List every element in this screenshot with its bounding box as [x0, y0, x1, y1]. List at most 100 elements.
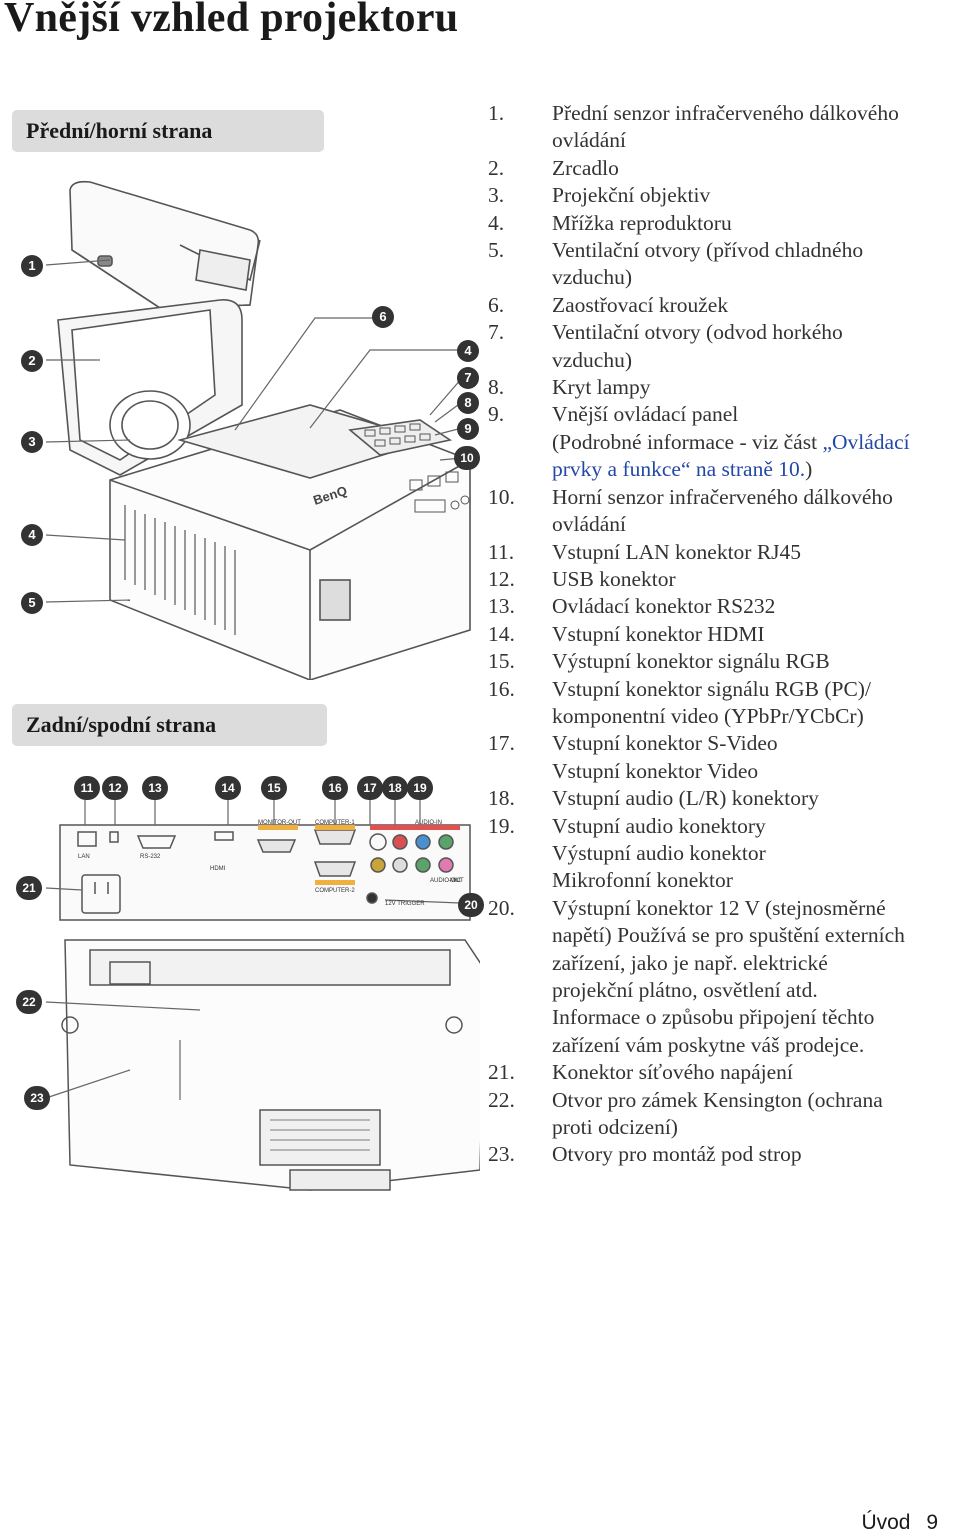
callout-22: 22 [16, 990, 42, 1014]
detail-suffix: ) [805, 457, 813, 482]
list-item-number: 9. [488, 402, 505, 427]
list-item-text: Vstupní LAN konektor RJ45 [552, 539, 958, 566]
list-item: 12.USB konektor [488, 566, 958, 593]
list-item-text: Vstupní audio (L/R) konektory [552, 785, 958, 812]
list-item-number: 17. [488, 731, 515, 756]
callout-21: 21 [16, 876, 42, 900]
callout-8: 8 [457, 392, 479, 414]
callout-14: 14 [215, 776, 241, 800]
callout-11: 11 [74, 776, 100, 800]
list-item-line: Konektor síťového napájení [552, 1060, 793, 1085]
callout-13: 13 [142, 776, 168, 800]
list-item-line: Vstupní audio (L/R) konektory [552, 786, 819, 811]
list-item-text: Zrcadlo [552, 155, 958, 182]
list-item: 14. Vstupní konektor HDMI [488, 621, 958, 648]
list-item-line: Zrcadlo [552, 155, 619, 180]
list-item-line: Mikrofonní konektor [552, 868, 733, 893]
page-title: Vnější vzhled projektoru [4, 0, 459, 41]
footer-page-number: 9 [926, 1511, 938, 1534]
cross-reference-link[interactable]: „Ovládací prvky a funkce“ na straně 10. [552, 429, 910, 482]
list-item-text: Vnější ovládací panel(Podrobné informace… [552, 401, 958, 483]
list-item-line: Horní senzor infračerveného dálkového [552, 484, 893, 509]
list-item-number: 15. [488, 649, 515, 674]
list-item-number: 16. [488, 676, 515, 701]
port-label-computer-2: COMPUTER-2 [315, 888, 355, 894]
list-item-line: Výstupní audio konektor [552, 840, 766, 865]
list-item: 3. Projekční objektiv [488, 182, 958, 209]
list-item-text: Výstupní konektor 12 V (stejnosměrné napě… [552, 895, 958, 1059]
callout-2: 2 [21, 350, 43, 372]
list-item: 2. Zrcadlo [488, 155, 958, 182]
list-item-line: Vstupní konektor Video [552, 758, 759, 783]
list-item-line: Vnější ovládací panel [552, 402, 739, 427]
list-item-detail: (Podrobné informace - viz část „Ovládací… [552, 429, 958, 484]
list-item-number: 4. [488, 210, 505, 235]
list-item-number: 5. [488, 238, 505, 263]
callout-15: 15 [261, 776, 287, 800]
list-item-number: 19. [488, 813, 515, 838]
list-item: 6.Zaostřovací kroužek [488, 292, 958, 319]
list-item-line: ovládání [552, 128, 627, 153]
list-item-line: Kryt lampy [552, 375, 651, 400]
port-label-audio-out: AUDIO-OUT [430, 878, 464, 884]
port-label-computer-1: COMPUTER-1 [315, 820, 355, 826]
list-item-line: napětí) Používá se pro spuštění externíc… [552, 923, 905, 948]
detail-prefix: (Podrobné informace - viz část [552, 429, 823, 454]
list-item-line: vzduchu) [552, 347, 632, 372]
list-item-text: Vstupní konektor HDMI [552, 621, 958, 648]
port-label-hdmi: HDMI [210, 866, 226, 872]
list-item-line: Vstupní konektor HDMI [552, 621, 765, 646]
port-label-mic: MIC [450, 878, 462, 884]
list-item-number: 21. [488, 1060, 515, 1085]
list-item: 8. Kryt lampy [488, 374, 958, 401]
list-item-line: Otvor pro zámek Kensington (ochrana [552, 1087, 883, 1112]
list-item-text: Ovládací konektor RS232 [552, 593, 958, 620]
list-item-number: 14. [488, 621, 515, 646]
port-label-audio-in: AUDIO-IN [415, 820, 442, 826]
list-item-line: Vstupní audio konektory [552, 813, 766, 838]
callout-4: 4 [457, 340, 479, 362]
list-item-number: 3. [488, 183, 505, 208]
list-item-line: Mřížka reproduktoru [552, 210, 732, 235]
list-item-line: USB konektor [552, 566, 676, 591]
projector-front-illustration: BenQ [45, 180, 471, 680]
callout-20: 20 [458, 893, 484, 917]
list-item-number: 6. [488, 292, 505, 317]
list-item-line: Ovládací konektor RS232 [552, 594, 776, 619]
list-item-line: vzduchu) [552, 265, 632, 290]
callout-9: 9 [457, 418, 479, 440]
list-item: 13. Ovládací konektor RS232 [488, 593, 958, 620]
list-item-text: USB konektor [552, 566, 958, 593]
parts-list: 1.Přední senzor infračerveného dálkového… [488, 100, 958, 1169]
list-item: 10. Horní senzor infračerveného dálkového… [488, 484, 958, 539]
callout-18: 18 [382, 776, 408, 800]
list-item-line: Ventilační otvory (přívod chladného [552, 238, 864, 263]
list-item-line: Výstupní konektor 12 V (stejnosměrné [552, 895, 886, 920]
page-footer: Úvod 9 [861, 1511, 938, 1535]
list-item-number: 13. [488, 594, 515, 619]
list-item: 11.Vstupní LAN konektor RJ45 [488, 539, 958, 566]
list-item-text: Konektor síťového napájení [552, 1059, 958, 1086]
list-item-number: 8. [488, 375, 505, 400]
list-item-number: 2. [488, 155, 505, 180]
list-item-line: Projekční objektiv [552, 183, 711, 208]
list-item-line: projekční plátno, osvětlení atd. [552, 978, 818, 1002]
list-item-text: Projekční objektiv [552, 182, 958, 209]
list-item-number: 10. [488, 484, 515, 509]
callout-1: 1 [21, 255, 43, 277]
list-item: 23.Otvory pro montáž pod strop [488, 1141, 958, 1168]
callout-23: 23 [24, 1086, 50, 1110]
list-item-line: Vstupní LAN konektor RJ45 [552, 539, 802, 564]
callout-10: 10 [454, 446, 480, 470]
list-item-line: Výstupní konektor signálu RGB [552, 649, 830, 674]
